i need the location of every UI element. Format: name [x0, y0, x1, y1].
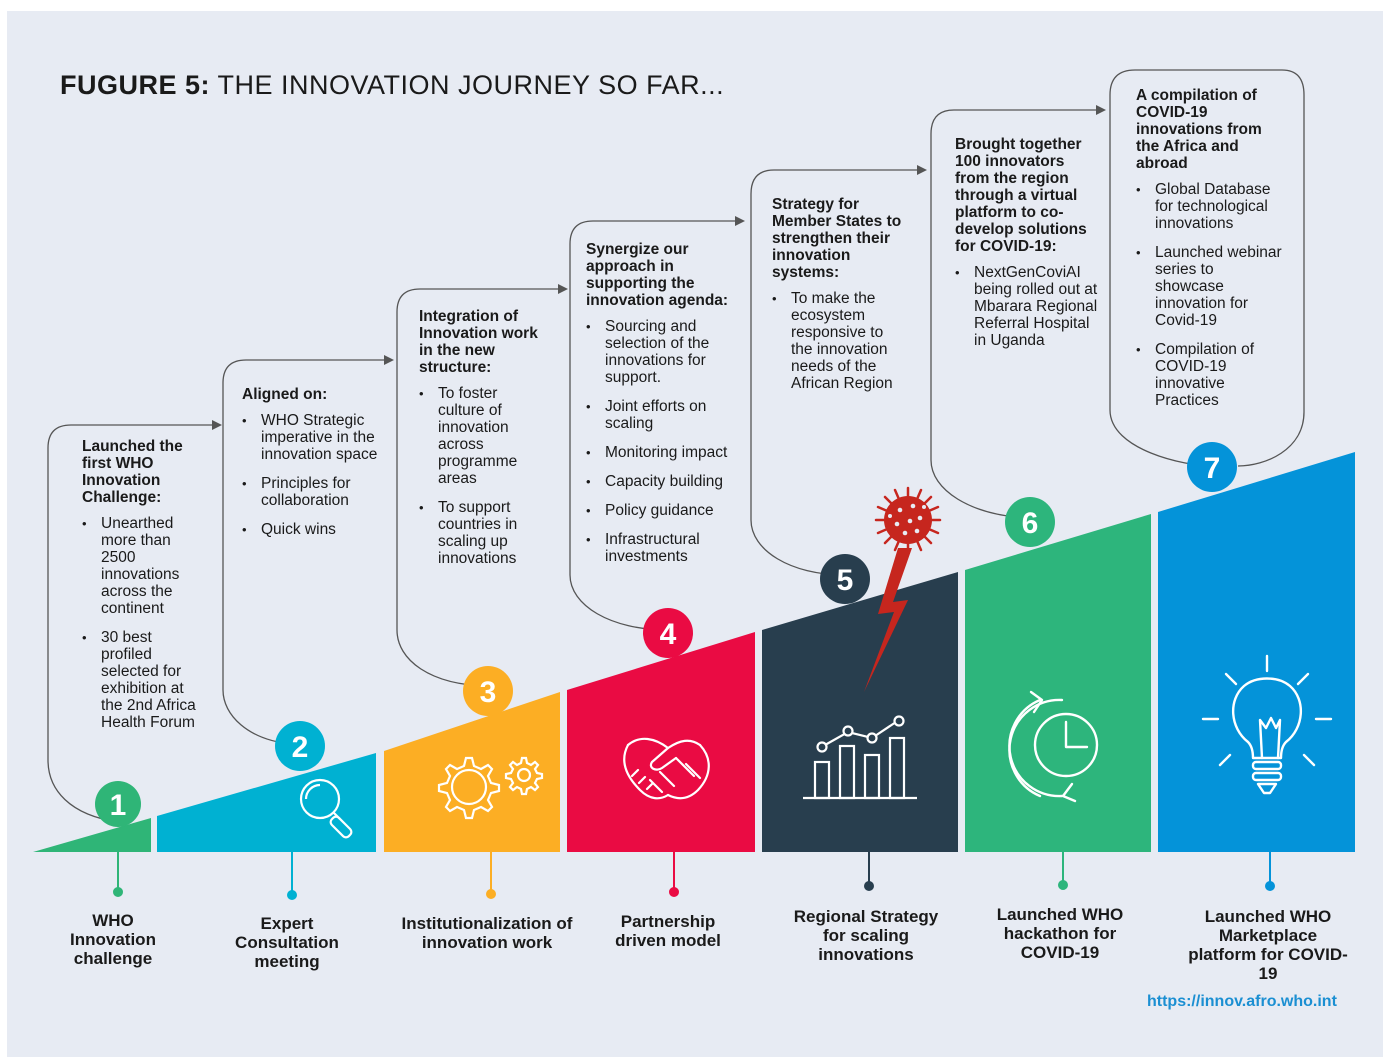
magnifier-icon [299, 778, 353, 839]
step-number: 5 [837, 564, 854, 597]
ramp-segment-5 [762, 572, 958, 852]
step-badge-4: 4 [643, 608, 693, 658]
bullet-list: Sourcing and selection of the innovation… [586, 318, 746, 565]
bullet-item: Quick wins [242, 521, 382, 538]
growth-chart-icon [803, 715, 917, 800]
bullet-list: To foster culture of innovation across p… [419, 385, 539, 567]
bullet-list: To make the ecosystem responsive to the … [772, 290, 907, 392]
bullet-item: Global Database for technological innova… [1136, 181, 1286, 232]
bullet-item: Sourcing and selection of the innovation… [586, 318, 746, 386]
page-title: FUGURE 5: THE INNOVATION JOURNEY SO FAR.… [60, 70, 724, 101]
ramp-segment-4 [567, 632, 755, 852]
step-description-2: Aligned on: WHO Strategic imperative in … [242, 386, 382, 550]
step-badge-2: 2 [275, 721, 325, 771]
step-label-7: Launched WHO Marketplace platform for CO… [1188, 907, 1348, 983]
virus-icon [874, 486, 942, 555]
bullet-item: Joint efforts on scaling [586, 398, 746, 432]
connector-lines [47, 69, 1305, 823]
step-number: 2 [292, 731, 309, 764]
step-label-3: Institutionalization of innovation work [401, 914, 573, 952]
step-heading: Synergize our approach in supporting the… [586, 241, 729, 309]
ramp-segment-6 [965, 514, 1151, 852]
ramp-segment-2 [157, 753, 376, 852]
step-badge-1: 1 [95, 781, 141, 827]
bullet-item: NextGenCoviAI being rolled out at Mbarar… [955, 264, 1100, 349]
step-badge-6: 6 [1005, 497, 1055, 547]
gears-icon [437, 756, 544, 820]
bullet-item: Policy guidance [586, 502, 746, 519]
bullet-list: NextGenCoviAI being rolled out at Mbarar… [955, 264, 1100, 349]
bullet-item: 30 best profiled selected for exhibition… [82, 629, 202, 731]
step-number: 4 [660, 618, 677, 651]
step-label-2: Expert Consultation meeting [235, 914, 339, 971]
bullet-list: Unearthed more than 2500 innovations acr… [82, 515, 202, 731]
step-description-1: Launched the first WHO Innovation Challe… [82, 438, 202, 743]
bullet-item: Principles for collaboration [242, 475, 382, 509]
clock-cycle-icon [1008, 690, 1099, 803]
step-description-5: Strategy for Member States to strengthen… [772, 196, 907, 404]
lightbulb-icon [1201, 654, 1333, 795]
step-number: 3 [480, 676, 497, 709]
step-badge-5: 5 [820, 554, 870, 604]
bullet-item: Infrastructural investments [586, 531, 746, 565]
step-description-6: Brought together 100 innovators from the… [955, 136, 1100, 361]
step-number: 7 [1204, 452, 1221, 485]
website-link[interactable]: https://innov.afro.who.int [1147, 993, 1337, 1010]
ramp-segment-3 [384, 692, 560, 852]
label-stems [113, 852, 1275, 900]
bullet-item: To make the ecosystem responsive to the … [772, 290, 907, 392]
ramp-segment-7 [1158, 452, 1355, 852]
title-text: THE INNOVATION JOURNEY SO FAR... [217, 70, 725, 100]
handshake-icon [623, 737, 710, 800]
step-heading: Strategy for Member States to strengthen… [772, 196, 902, 281]
title-prefix: FUGURE 5: [60, 70, 211, 100]
step-number: 1 [110, 789, 127, 822]
step-label-5: Regional Strategy for scaling innovation… [793, 907, 939, 964]
bullet-item: To foster culture of innovation across p… [419, 385, 539, 487]
bullet-item: Compilation of COVID-19 innovative Pract… [1136, 341, 1286, 409]
step-badge-7: 7 [1187, 442, 1237, 492]
step-description-3: Integration of Innovation work in the ne… [419, 308, 539, 579]
step-heading: Integration of Innovation work in the ne… [419, 308, 538, 376]
ramp-segment-1 [33, 818, 151, 852]
bullet-item: Monitoring impact [586, 444, 746, 461]
step-badge-3: 3 [463, 666, 513, 716]
step-description-4: Synergize our approach in supporting the… [586, 241, 746, 577]
bullet-item: Launched webinar series to showcase inno… [1136, 244, 1286, 329]
step-description-7: A compilation of COVID-19 innovations fr… [1136, 87, 1286, 421]
step-label-4: Partnership driven model [615, 912, 721, 950]
step-heading: Aligned on: [242, 386, 328, 403]
bullet-item: WHO Strategic imperative in the innovati… [242, 412, 382, 463]
bullet-item: Unearthed more than 2500 innovations acr… [82, 515, 202, 617]
bullet-list: WHO Strategic imperative in the innovati… [242, 412, 382, 538]
step-number: 6 [1022, 507, 1039, 540]
step-heading: A compilation of COVID-19 innovations fr… [1136, 87, 1262, 172]
bullet-item: To support countries in scaling up innov… [419, 499, 539, 567]
step-heading: Launched the first WHO Innovation Challe… [82, 438, 183, 506]
step-label-1: WHO Innovation challenge [70, 911, 156, 968]
step-label-6: Launched WHO hackathon for COVID-19 [996, 905, 1124, 962]
step-heading: Brought together 100 innovators from the… [955, 136, 1087, 255]
bullet-list: Global Database for technological innova… [1136, 181, 1286, 409]
bullet-item: Capacity building [586, 473, 746, 490]
